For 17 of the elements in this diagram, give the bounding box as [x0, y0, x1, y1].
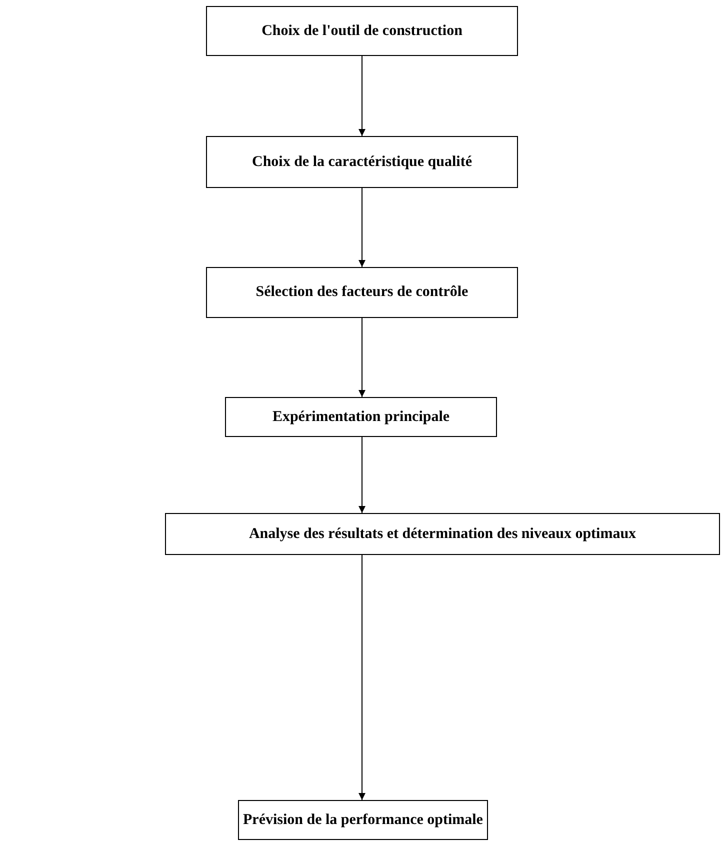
step-label: Sélection des facteurs de contrôle: [256, 284, 468, 301]
process-box: [225, 397, 497, 437]
process-box: [238, 800, 488, 840]
step-label: Expérimentation principale: [272, 408, 450, 426]
process-box: [206, 6, 518, 56]
arrow: [358, 318, 366, 398]
process-box: [165, 513, 720, 555]
step-label: Choix de l'outil de construction: [262, 22, 462, 40]
arrow: [358, 188, 366, 268]
step-label: Prévision de la performance optimale: [243, 812, 483, 828]
arrow: [358, 56, 366, 136]
arrow: [358, 436, 366, 514]
process-box: [206, 136, 518, 188]
step-label: Choix de la caractéristique qualité: [252, 154, 472, 170]
step-label: Analyse des résultats et détermination des niveaux optimaux: [248, 526, 636, 542]
process-box: [206, 267, 518, 318]
arrow: [358, 554, 366, 800]
